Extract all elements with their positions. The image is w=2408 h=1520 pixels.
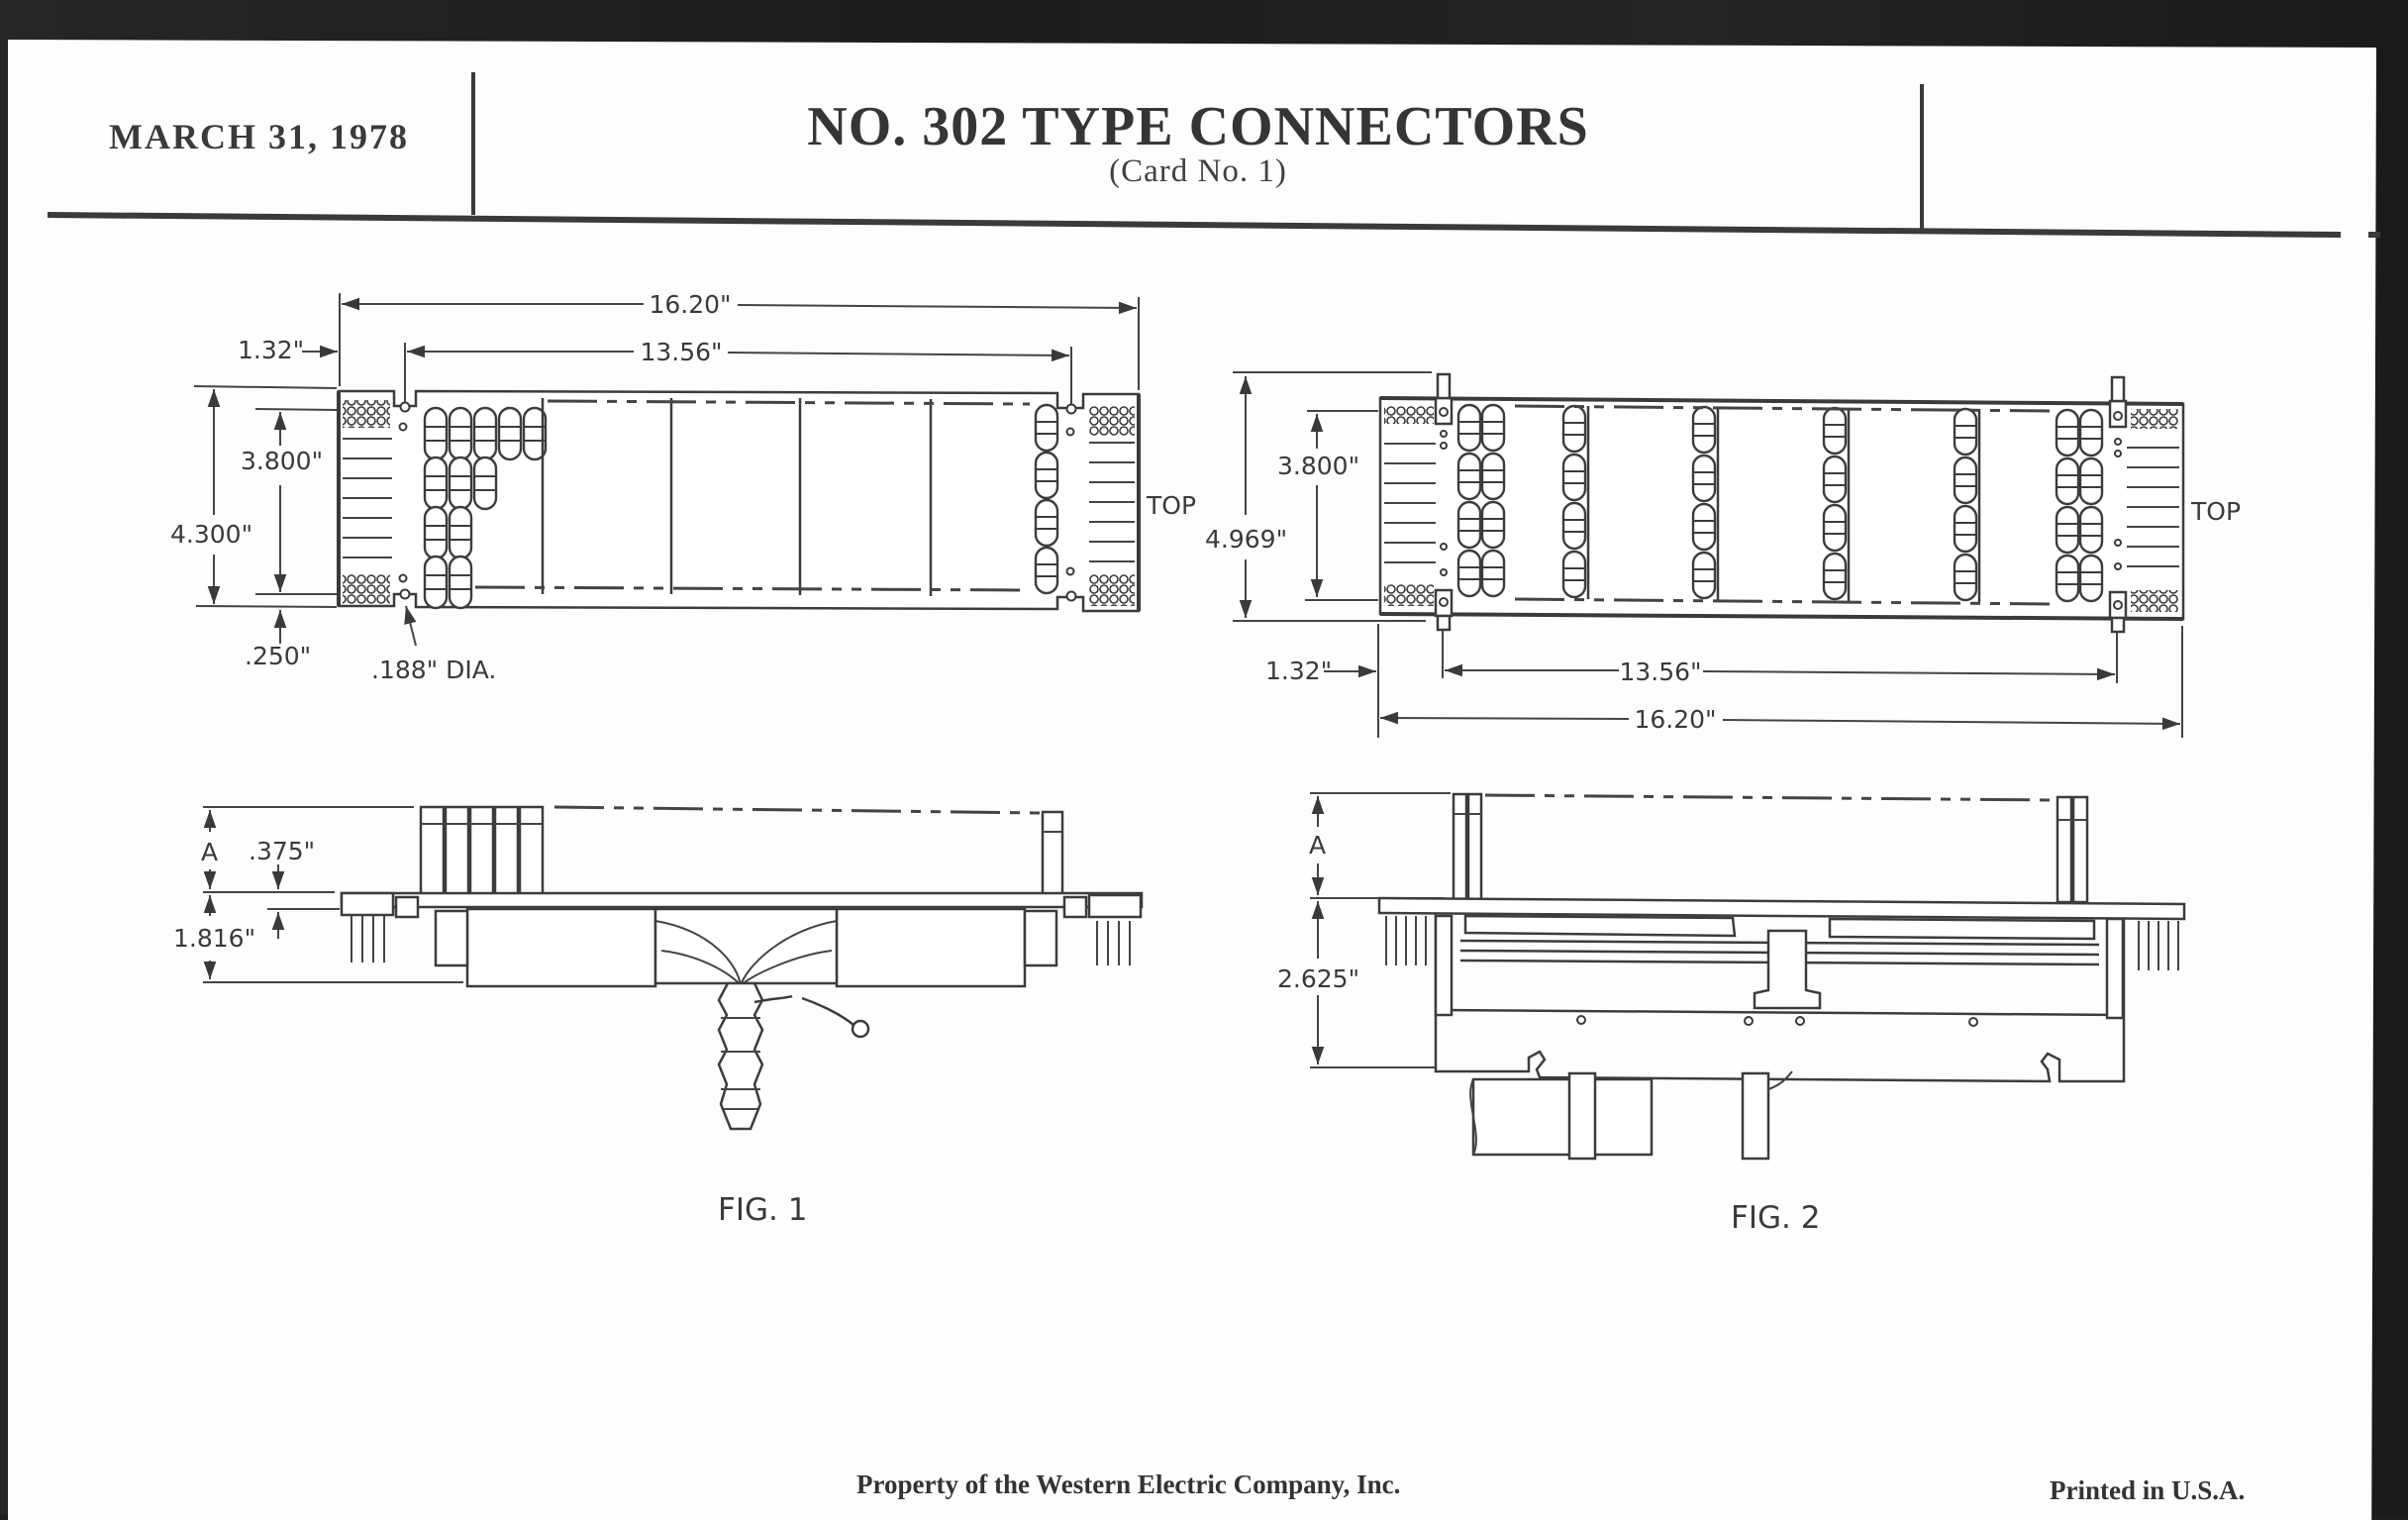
fig1-overall-height: 4.300" [170,520,252,549]
fig1-mounting-hole [399,401,411,413]
fig2-top-view: 4.969" 3.800" TOP 13.56" 16.20" 1.32" [1205,371,2241,738]
header-rules [47,72,2380,238]
fig2-terminal-block [2131,590,2178,612]
fig1-ring-terminal [851,1019,870,1039]
fig1-mounting-centers: 13.56" [640,338,722,366]
fig1-mounting-hole [1065,590,1077,602]
print-origin: Printed in U.S.A. [2050,1475,2246,1505]
fig1-overall-length: 16.20" [649,290,731,319]
fig1-terminal-block [343,574,390,604]
fig2-mounting-centers: 13.56" [1619,658,1701,686]
fig2-end-offset: 1.32" [1265,657,1332,685]
fig1-ground-lead [801,996,854,1026]
fig1-housing-left [465,907,657,988]
fig2-terminal-block [1384,584,1434,606]
fig1-housing-right [835,907,1027,988]
issue-date: MARCH 31, 1978 [109,117,409,156]
fig2-mounting-height: 3.800" [1277,452,1359,480]
fig1-top-orientation: TOP [1146,491,1196,520]
fig2-terminal-block [1384,406,1434,424]
fig2-terminal-block [2131,409,2178,429]
fig1-edge-offset: .250" [245,642,311,670]
fig1-terminal-block [1089,574,1135,606]
fig1-label: FIG. 1 [718,1192,807,1228]
fig2-depth: 2.625" [1277,964,1359,993]
fig2-cable-cylinder [1471,1077,1654,1157]
fig1-end-offset: 1.32" [238,336,304,364]
data-card-page [8,40,2376,1520]
fig2-center-bracket [1753,929,1822,1010]
fig2-top-orientation: TOP [2190,497,2241,526]
card-number: (Card No. 1) [1109,153,1287,189]
header-rule [47,212,2342,238]
fig2-side-view: A 2.625" [1277,792,2186,1161]
fig1-mounting-hole [1065,403,1077,415]
fig1-top-view: 16.20" 13.56" 1.32" 4.300" 3.800" .250" … [170,290,1196,684]
fig2-dimension-a: A [1309,831,1326,860]
fig2-label: FIG. 2 [1731,1200,1820,1236]
fig2-overall-height: 4.969" [1205,525,1287,554]
fig1-hole-diameter: .188" DIA. [371,656,496,684]
fig1-side-view: A .375" 1.816" [173,805,1144,1131]
ownership-notice: Property of the Western Electric Company… [856,1469,1401,1499]
fig1-mounting-hole [399,588,411,600]
fig2-chassis [1434,913,2126,1083]
fig1-mounting-height: 3.800" [241,447,323,475]
fig1-depth: 1.816" [173,924,255,953]
fig1-terminal-block [1089,406,1135,436]
fig1-cable-harness [717,981,764,1131]
page-title: NO. 302 TYPE CONNECTORS [807,96,1589,157]
fig1-plate-offset: .375" [249,837,315,865]
fig2-overall-length: 16.20" [1634,705,1716,734]
fig1-dimension-a: A [201,838,218,866]
fig1-terminal-block [343,400,390,428]
